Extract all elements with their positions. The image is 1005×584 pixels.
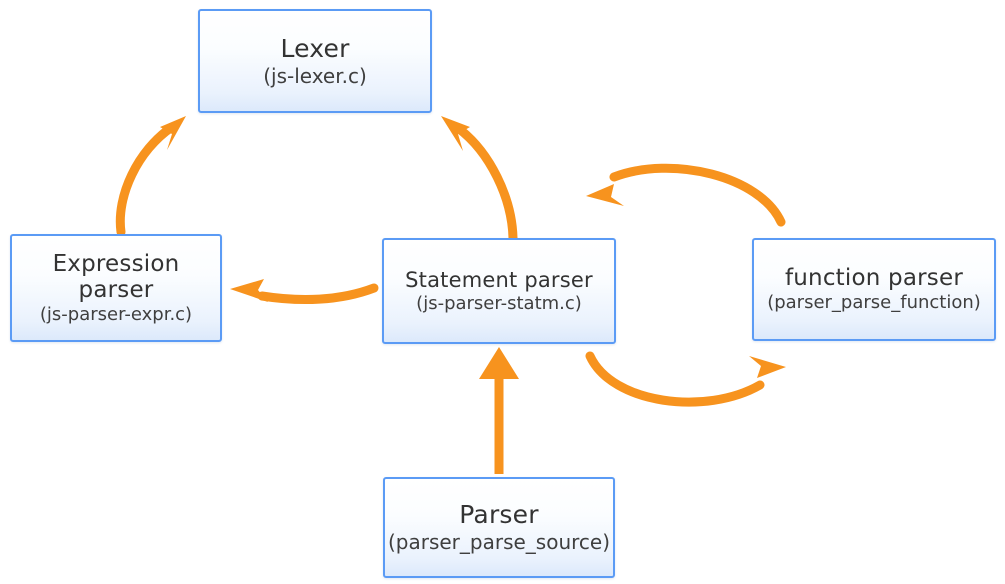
node-lexer-subtitle: (js-lexer.c) <box>263 63 367 88</box>
node-parser-subtitle: (parser_parse_source) <box>387 530 611 555</box>
node-expression-parser-subtitle: (js-parser-expr.c) <box>39 304 193 326</box>
edge-statement-to-expression <box>230 279 379 305</box>
node-function-parser[interactable]: function parser (parser_parse_function) <box>752 238 996 341</box>
node-function-parser-title: function parser <box>784 264 963 291</box>
edge-function-to-statement <box>586 163 786 227</box>
edge-statement-to-function <box>585 351 786 407</box>
edge-parser-to-statement <box>479 347 519 474</box>
node-statement-parser[interactable]: Statement parser (js-parser-statm.c) <box>382 238 616 344</box>
edge-expression-to-lexer <box>115 116 186 237</box>
node-expression-parser[interactable]: Expression parser (js-parser-expr.c) <box>10 234 222 342</box>
node-lexer-title: Lexer <box>280 33 350 63</box>
node-lexer[interactable]: Lexer (js-lexer.c) <box>198 9 432 113</box>
node-parser-title: Parser <box>459 500 539 530</box>
node-function-parser-subtitle: (parser_parse_function) <box>767 292 981 314</box>
node-expression-parser-title: Expression parser <box>52 250 180 303</box>
edge-statement-to-lexer <box>441 116 518 243</box>
node-statement-parser-subtitle: (js-parser-statm.c) <box>416 293 582 315</box>
node-statement-parser-title: Statement parser <box>405 267 593 292</box>
node-parser[interactable]: Parser (parser_parse_source) <box>383 477 615 578</box>
